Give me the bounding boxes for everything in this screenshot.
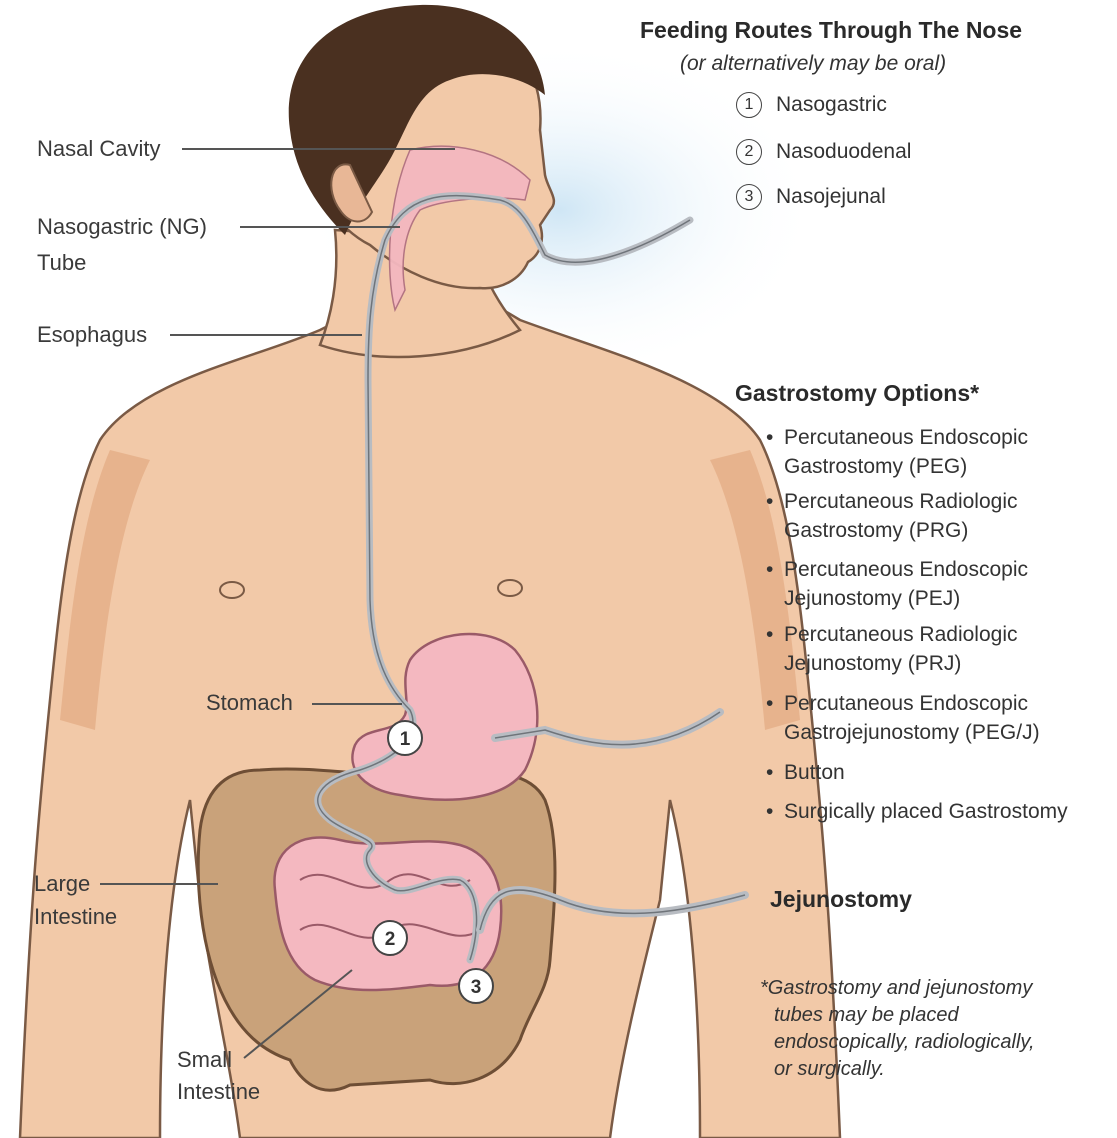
- nasal-cavity-label: Nasal Cavity: [37, 135, 160, 163]
- option-line2: Jejunostomy (PEJ): [766, 584, 1028, 613]
- route-number: 1: [736, 92, 762, 118]
- route-label: Nasojejunal: [776, 185, 886, 209]
- option-line1: Percutaneous Radiologic: [784, 490, 1017, 513]
- jejunostomy-title: Jejunostomy: [770, 886, 912, 913]
- gastrostomy-option: •Button: [766, 758, 845, 787]
- gastrostomy-option: •Percutaneous Endoscopic Jejunostomy (PE…: [766, 555, 1028, 613]
- small-intestine: [274, 837, 501, 990]
- esophagus-label: Esophagus: [37, 321, 147, 349]
- footnote-line4: or surgically.: [760, 1056, 1035, 1083]
- option-line2: Gastrostomy (PRG): [766, 516, 1017, 545]
- routes-title: Feeding Routes Through The Nose: [640, 17, 1022, 44]
- option-line1: Percutaneous Endoscopic: [784, 692, 1028, 715]
- ng-tube-label-line2: Tube: [37, 249, 86, 277]
- gastrostomy-option: •Percutaneous Radiologic Jejunostomy (PR…: [766, 620, 1017, 678]
- option-line1: Surgically placed Gastrostomy: [784, 800, 1068, 823]
- gastrostomy-option: •Percutaneous Radiologic Gastrostomy (PR…: [766, 487, 1017, 545]
- route-label: Nasogastric: [776, 93, 887, 117]
- large-intestine-label-line2: Intestine: [34, 903, 117, 931]
- marker-2: 2: [385, 929, 396, 950]
- option-line2: Gastrostomy (PEG): [766, 452, 1028, 481]
- gastrostomy-option: •Percutaneous Endoscopic Gastrojejunosto…: [766, 689, 1040, 747]
- gastrostomy-option: •Surgically placed Gastrostomy: [766, 797, 1068, 826]
- marker-1: 1: [400, 729, 411, 750]
- ng-tube-label-line1: Nasogastric (NG): [37, 213, 207, 241]
- marker-3: 3: [471, 977, 482, 998]
- option-line2: Jejunostomy (PRJ): [766, 649, 1017, 678]
- stomach-label: Stomach: [206, 689, 293, 717]
- option-line1: Percutaneous Endoscopic: [784, 426, 1028, 449]
- route-label: Nasoduodenal: [776, 140, 911, 164]
- footnote: *Gastrostomy and jejunostomy tubes may b…: [760, 975, 1035, 1083]
- route-number: 2: [736, 139, 762, 165]
- option-line2: Gastrojejunostomy (PEG/J): [766, 718, 1040, 747]
- footnote-line2: tubes may be placed: [760, 1002, 1035, 1029]
- route-number: 3: [736, 184, 762, 210]
- large-intestine-label-line1: Large: [34, 870, 90, 898]
- footnote-line1: *Gastrostomy and jejunostomy: [760, 975, 1035, 1002]
- footnote-line3: endoscopically, radiologically,: [760, 1029, 1035, 1056]
- option-line1: Button: [784, 761, 845, 784]
- gastrostomy-option: •Percutaneous Endoscopic Gastrostomy (PE…: [766, 423, 1028, 481]
- route-nasogastric: 1 Nasogastric: [736, 92, 887, 118]
- routes-subtitle: (or alternatively may be oral): [680, 52, 946, 76]
- small-intestine-label-line1: Small: [177, 1046, 232, 1074]
- option-line1: Percutaneous Radiologic: [784, 623, 1017, 646]
- gastrostomy-title: Gastrostomy Options*: [735, 380, 979, 407]
- route-nasoduodenal: 2 Nasoduodenal: [736, 139, 911, 165]
- route-nasojejunal: 3 Nasojejunal: [736, 184, 886, 210]
- small-intestine-label-line2: Intestine: [177, 1078, 260, 1106]
- option-line1: Percutaneous Endoscopic: [784, 558, 1028, 581]
